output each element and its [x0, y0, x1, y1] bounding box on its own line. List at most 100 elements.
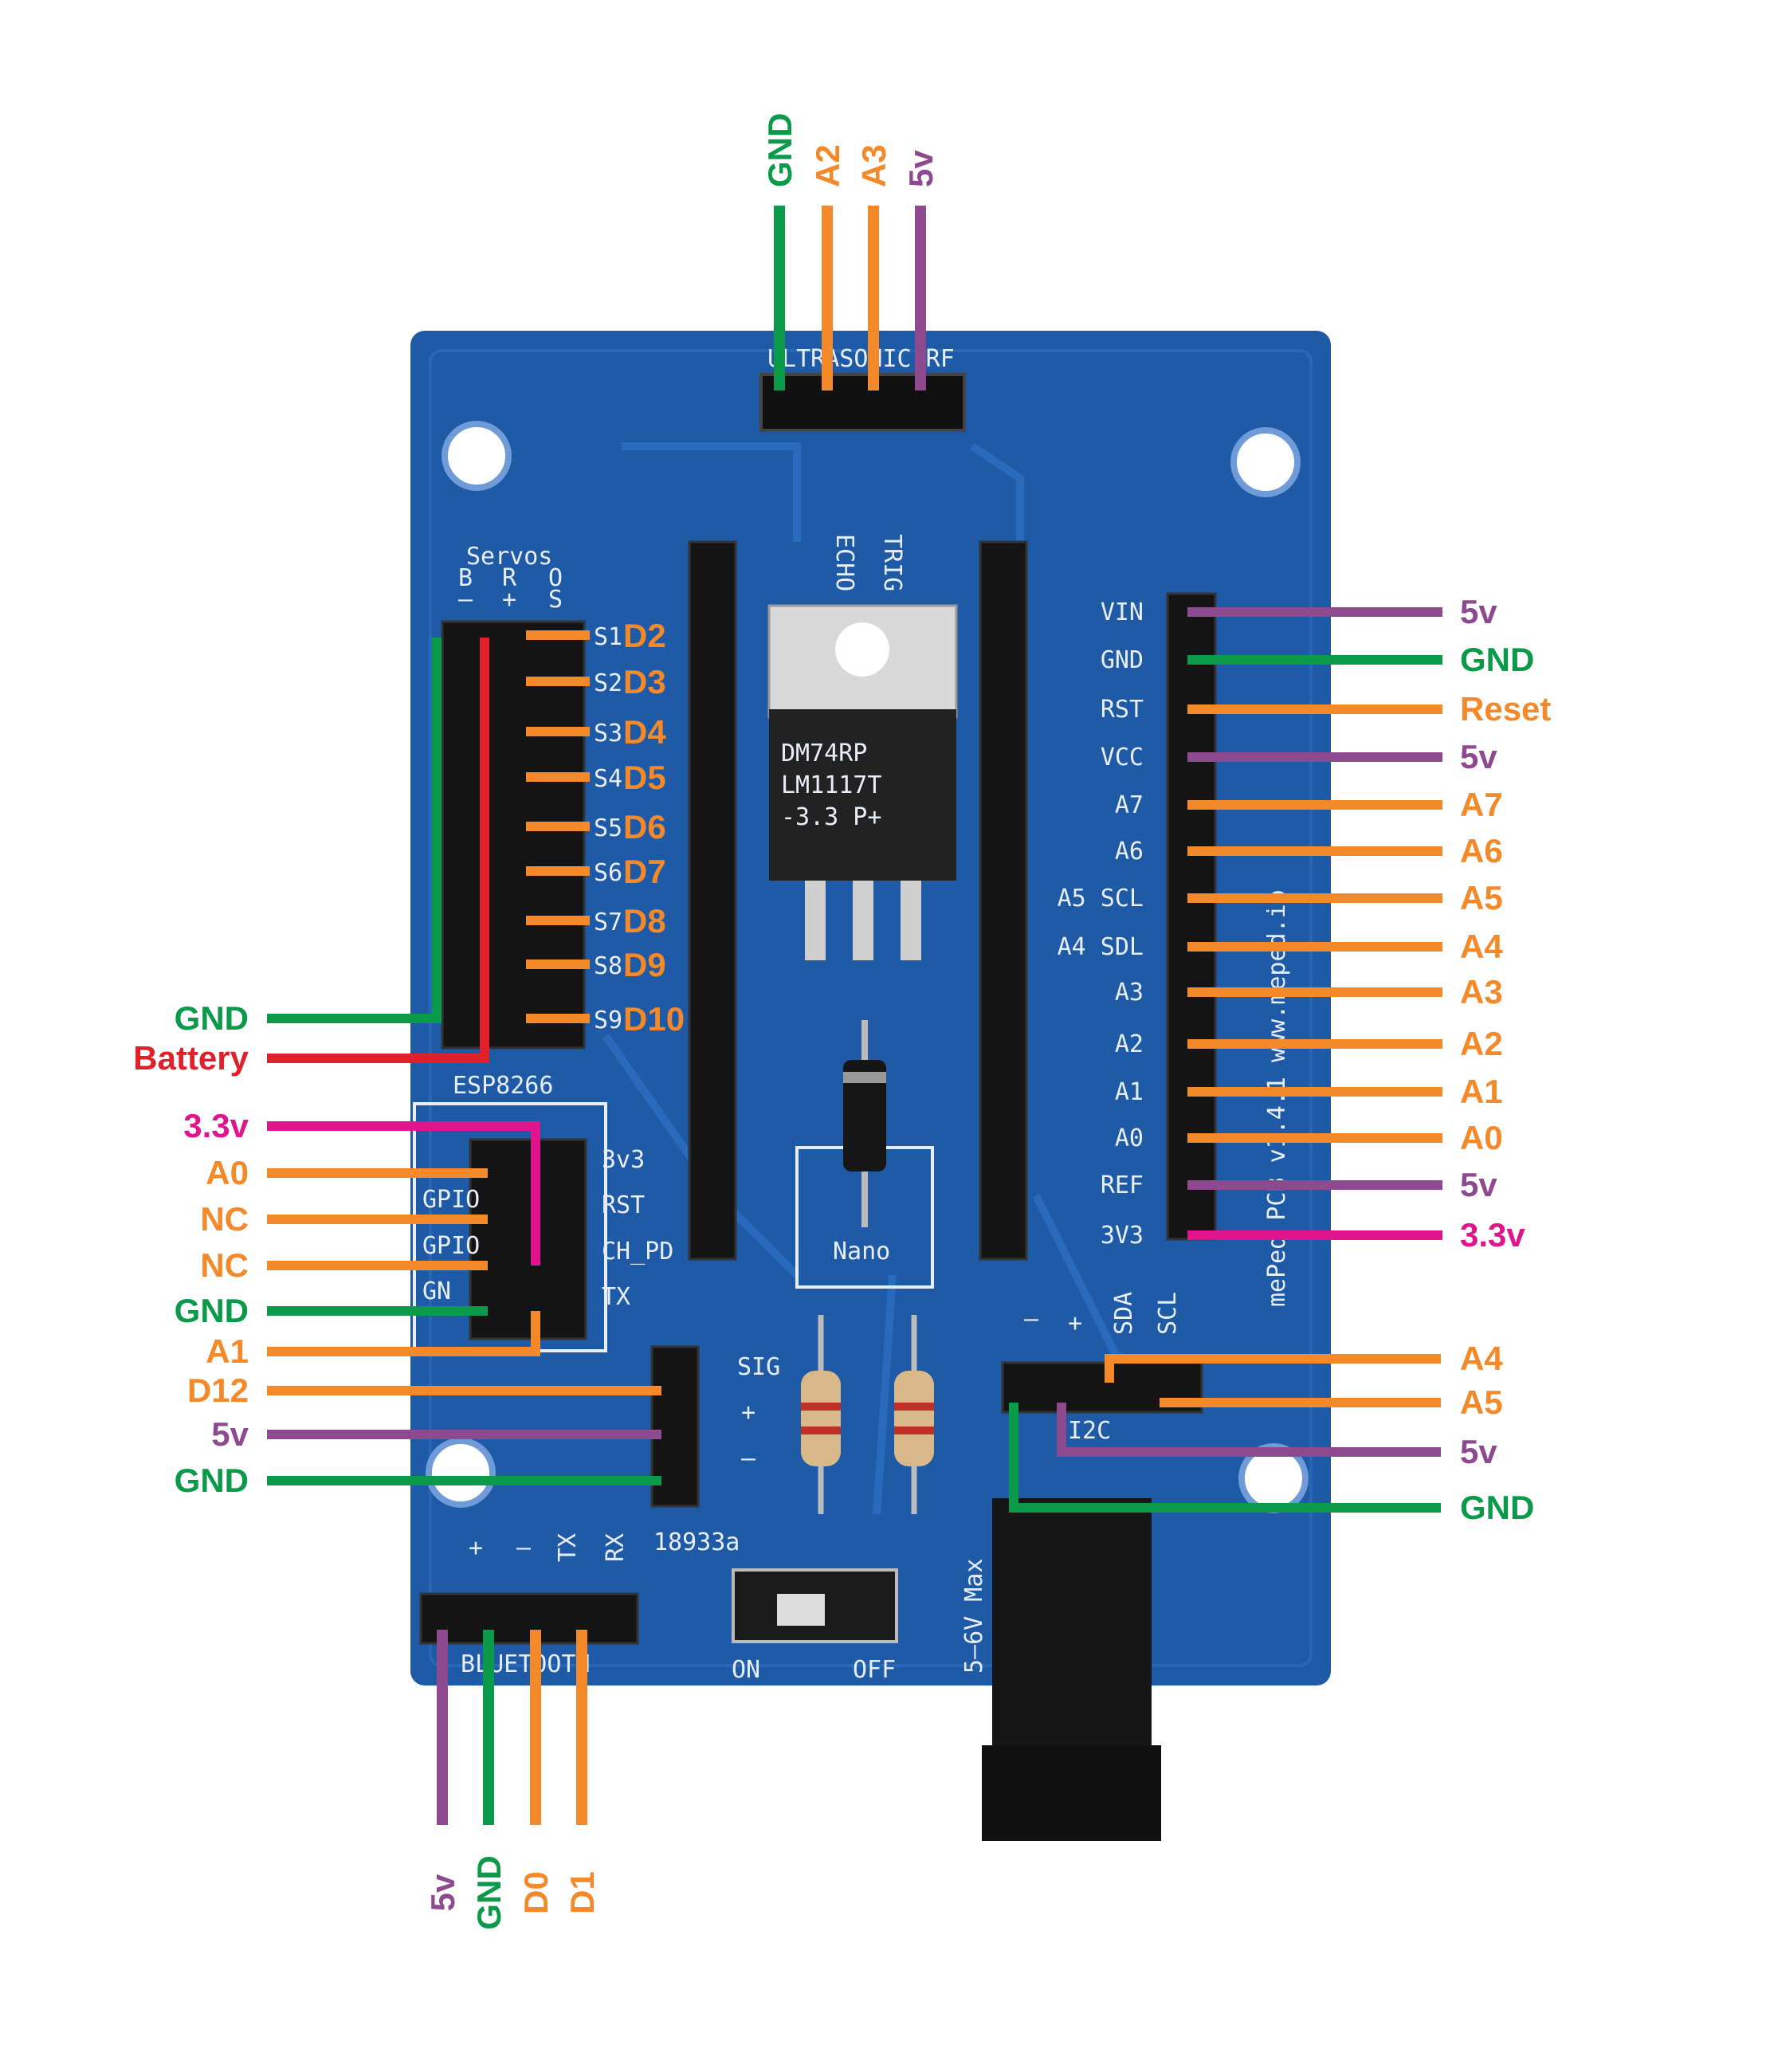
nano-right-silk: A5 SCL — [1058, 885, 1144, 912]
svg-text:–: – — [741, 1445, 756, 1473]
voltage-regulator: DM74RP LM1117T -3.3 P+ — [767, 604, 958, 960]
nano-label: Nano — [833, 1238, 890, 1266]
right-header — [1166, 592, 1217, 1241]
svg-text:SIG: SIG — [737, 1353, 780, 1381]
brand-text: mePed PCB v1.4.1 www.meped.io — [1263, 889, 1291, 1307]
nano-right-label: A1 — [1460, 1073, 1503, 1110]
switch-on-label: ON — [732, 1656, 760, 1684]
bluetooth-labels: 5v GND D0 D1 — [424, 1855, 601, 1929]
nano-right-silk: A3 — [1115, 979, 1144, 1007]
servo-silk: S1 — [594, 623, 622, 651]
servo-pin-label: D5 — [623, 759, 666, 796]
bt-label-d0: D0 — [517, 1871, 555, 1914]
svg-text:TX: TX — [554, 1533, 582, 1562]
svg-text:R: R — [502, 564, 517, 592]
svg-text:+: + — [1068, 1309, 1082, 1337]
svg-text:GN: GN — [422, 1277, 451, 1305]
i2c-label-gnd: GND — [1460, 1489, 1534, 1526]
servos-title: Servos — [466, 543, 552, 571]
i2c-header: – + SDA SCL I2C — [1001, 1292, 1203, 1445]
servo-silk: S9 — [594, 1007, 622, 1034]
svg-text:DM74RP: DM74RP — [781, 740, 867, 767]
servo-gnd-label: GND — [175, 999, 249, 1037]
resistors — [801, 1315, 934, 1514]
nano-right-label: A0 — [1460, 1119, 1503, 1156]
svg-text:–: – — [1024, 1305, 1039, 1333]
nano-right-silk: A2 — [1115, 1030, 1144, 1058]
nano-right-label: 5v — [1460, 593, 1497, 630]
svg-text:SCL: SCL — [1154, 1292, 1182, 1335]
bt-label-d1: D1 — [563, 1871, 601, 1914]
servo-block: Servos B R O – + S — [441, 543, 586, 1050]
svg-text:RST: RST — [602, 1191, 645, 1219]
svg-text:-3.3 P+: -3.3 P+ — [781, 803, 881, 831]
nano-right-silk: A0 — [1115, 1124, 1144, 1152]
i2c-label-a4: A4 — [1460, 1340, 1503, 1377]
board-code: 18933a — [653, 1528, 740, 1556]
power-jack: 5–6V Max — [960, 1498, 1161, 1841]
bt-label-gnd: GND — [470, 1855, 508, 1929]
servo-pin-label: D9 — [623, 946, 666, 983]
top-label-a2: A2 — [809, 144, 846, 187]
nano-right-label: A5 — [1460, 879, 1503, 916]
esp8266-labels: 3.3v A0 NC NC GND A1 — [175, 1107, 249, 1370]
svg-text:B: B — [458, 564, 473, 592]
i2c-label-a5: A5 — [1460, 1383, 1503, 1421]
nano-right-silk: VIN — [1101, 598, 1144, 626]
sig-labels: D12 5v GND — [175, 1372, 249, 1499]
svg-text:ECHO: ECHO — [830, 534, 858, 591]
esp-label-a1: A1 — [206, 1332, 249, 1370]
nano-right-header — [979, 540, 1028, 1261]
esp8266-wires — [267, 1121, 540, 1356]
svg-text:BLUETOOTH: BLUETOOTH — [461, 1650, 591, 1678]
servo-wires — [526, 630, 590, 1023]
nano-right-label: 3.3v — [1460, 1216, 1525, 1254]
sig-label-d12: D12 — [187, 1372, 249, 1409]
svg-text:–: – — [516, 1534, 532, 1562]
brand-silk: mePed PCB v1.4.1 www.meped.io — [1263, 889, 1291, 1307]
svg-text:+: + — [741, 1399, 755, 1426]
sig-label-5v: 5v — [211, 1415, 249, 1453]
battery-label: Battery — [133, 1039, 249, 1077]
nano-right-label: 5v — [1460, 738, 1497, 775]
sig-label-gnd: GND — [175, 1462, 249, 1499]
nano-right-label: A4 — [1460, 928, 1503, 965]
esp-label-3v3: 3.3v — [183, 1107, 249, 1144]
svg-text:GPIO: GPIO — [422, 1186, 480, 1214]
power-jack-silk: 5–6V Max — [960, 1559, 988, 1674]
svg-text:I2C: I2C — [1068, 1417, 1111, 1445]
servo-pin-label: D6 — [623, 808, 666, 846]
servo-silk: S3 — [594, 720, 622, 748]
servo-pin-label: D2 — [623, 617, 666, 654]
servo-pin-label: D3 — [623, 663, 666, 700]
servo-pin-label: D10 — [623, 1000, 685, 1038]
nano-right-label: A3 — [1460, 973, 1503, 1010]
svg-text:SDA: SDA — [1110, 1292, 1138, 1335]
svg-text:+: + — [469, 1534, 483, 1562]
switch-off-label: OFF — [853, 1656, 896, 1684]
nano-right-silk: A1 — [1115, 1078, 1144, 1106]
svg-text:S: S — [548, 586, 563, 614]
mounting-holes — [426, 421, 1309, 1513]
nano-right-silk: A6 — [1115, 838, 1144, 865]
svg-text:3v3: 3v3 — [602, 1146, 645, 1174]
nano-right-silk: VCC — [1101, 744, 1144, 771]
svg-text:TX: TX — [602, 1283, 630, 1311]
servo-power-wires — [267, 638, 489, 1063]
esp8266-block: ESP8266 GPIO GPIO GN 3v3 RST CH_PD TX — [413, 1072, 673, 1352]
nano-right-silk: REF — [1101, 1171, 1144, 1199]
servo-pin-label: D8 — [623, 902, 666, 940]
servo-silk: S7 — [594, 908, 622, 936]
ultrasonic-header: ULTRASONIC RF ECHO TRIG — [759, 345, 966, 591]
svg-text:–: – — [458, 586, 473, 614]
esp-label-a0: A0 — [206, 1154, 249, 1191]
bluetooth-header: + – TX RX BLUETOOTH — [419, 1533, 639, 1678]
servo-silk: S6 — [594, 859, 622, 887]
servo-silk: S2 — [594, 669, 622, 697]
nano-right-label: A2 — [1460, 1025, 1503, 1062]
nano-right-label: 5v — [1460, 1166, 1497, 1203]
svg-text:CH_PD: CH_PD — [602, 1238, 673, 1266]
esp8266-title: ESP8266 — [453, 1072, 553, 1100]
